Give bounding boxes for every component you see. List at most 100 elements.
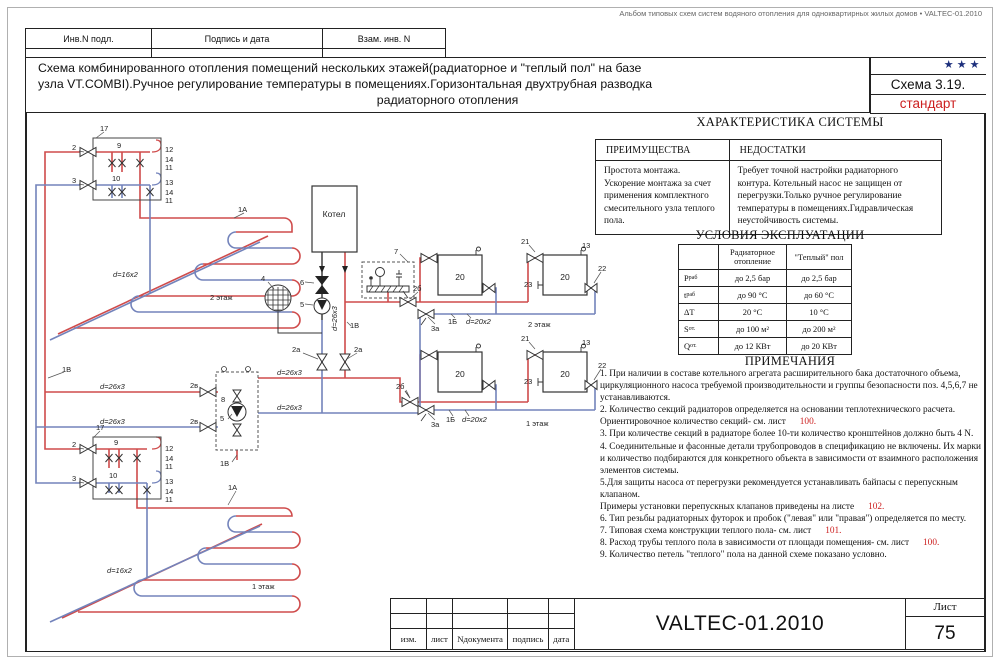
sheet-title: Схема комбинированного отопления помещен…	[25, 57, 870, 113]
floor1-label: 1 этаж	[252, 582, 274, 591]
scheme-grade: стандарт	[899, 96, 957, 111]
note-item: 6. Тип резьбы радиаторных футорок и проб…	[600, 514, 967, 525]
pipe-1v: 1В	[350, 321, 359, 330]
pos-2: 2	[72, 440, 76, 449]
pipe-1b: 1Б	[448, 317, 457, 326]
revision-table: изм. лист Nдокумента подпись дата	[390, 598, 575, 650]
floor2-label: 2 этаж	[528, 320, 550, 329]
valve-handle-icons	[402, 290, 427, 422]
note-item: 5.Для защиты насоса от перегрузки рекоме…	[600, 477, 958, 500]
pos-5: 5	[220, 414, 224, 423]
document-code: VALTEC-01.2010	[575, 598, 905, 650]
col-data: дата	[553, 634, 570, 644]
manifold-floor1	[92, 436, 162, 500]
pos-14: 14	[165, 487, 173, 496]
pos-17: 17	[100, 124, 108, 133]
pos-9: 9	[114, 438, 118, 447]
diam-26: d=26х3	[277, 368, 303, 377]
flow-arrow-icon	[319, 266, 325, 273]
pos-3: 3	[72, 474, 76, 483]
title-line-3: радиаторного отопления	[376, 93, 519, 107]
stamp-col-inv: Инв.N подл.	[26, 29, 151, 49]
pos-3: 3	[72, 176, 76, 185]
frame-left	[25, 57, 27, 652]
pos-5: 5	[300, 300, 304, 309]
advantages-header: ПРЕИМУЩЕСТВА	[596, 140, 729, 161]
pos-8: 8	[221, 395, 225, 404]
sheet-number: 75	[934, 623, 956, 644]
col-izm: изм.	[400, 634, 417, 644]
pos-11: 11	[165, 196, 173, 205]
note-item: 4. Соединительные и фасонные детали труб…	[600, 441, 982, 476]
diam-20: d=20х2	[466, 317, 492, 326]
pipe-2v: 2в	[190, 417, 198, 426]
sheet-label: Лист	[906, 599, 984, 617]
pipe-1a: 1А	[238, 205, 247, 214]
pos-13: 13	[165, 477, 173, 486]
pos-22: 22	[598, 264, 606, 273]
manifold-floor2	[92, 137, 162, 201]
notes-title: ПРИМЕЧАНИЯ	[744, 354, 836, 368]
air-vent-icon	[369, 276, 373, 280]
title-line-1: Схема комбинированного отопления помещен…	[38, 61, 642, 75]
pos-21: 21	[521, 334, 529, 343]
pipe-3a: 3а	[431, 420, 440, 429]
pos-11: 11	[165, 163, 173, 172]
stamp-col-vzam: Взам. инв. N	[323, 29, 445, 49]
pos-14: 14	[165, 188, 173, 197]
radiator-sections: 20	[560, 369, 570, 379]
note-item: 3. При количестве секций в радиаторе бол…	[600, 429, 974, 440]
pos-11: 11	[165, 495, 173, 504]
stamp-col-sign: Подпись и дата	[152, 29, 322, 49]
pos-17: 17	[96, 423, 104, 432]
param-radiator-value: до 2,5 бар	[719, 270, 787, 286]
radiator-airvent-icons	[475, 246, 586, 352]
pipe-1a: 1А	[228, 483, 237, 492]
diam-16: d=16х2	[113, 270, 139, 279]
pipe-2b: 2б	[413, 284, 421, 293]
param-floor-value: до 200 м²	[802, 324, 836, 334]
note-item: 2. Количество секций радиаторов определя…	[600, 405, 956, 428]
pos-13: 13	[165, 178, 173, 187]
radiator-sections: 20	[455, 272, 465, 282]
flow-arrow-icon	[342, 266, 348, 273]
boiler: Котел	[311, 185, 358, 273]
disadvantages-header: НЕДОСТАТКИ	[729, 140, 941, 161]
note-item: 1. При наличии в составе котельного агре…	[600, 369, 978, 404]
pos-13: 13	[582, 338, 590, 347]
pos-23: 23	[524, 377, 532, 386]
note-item: 8. Расход трубы теплого пола в зависимос…	[600, 538, 940, 549]
pos-22: 22	[598, 361, 606, 370]
pos-6: 6	[300, 278, 304, 287]
pressure-gauge-icon	[375, 267, 385, 277]
frame-bottom	[25, 650, 985, 652]
radiators: 20 20 20 20	[437, 246, 588, 393]
rating-stars-icon: ★ ★ ★	[870, 58, 986, 75]
param-floor-value: 10 °С	[809, 307, 829, 317]
characteristics-title: ХАРАКТЕРИСТИКА СИСТЕМЫ	[696, 115, 884, 129]
pipe-2v: 2в	[190, 381, 198, 390]
radiator-sections: 20	[455, 369, 465, 379]
pos-14: 14	[165, 155, 173, 164]
manifold-valve-icons	[105, 158, 154, 495]
safety-group	[361, 261, 415, 299]
pos-10: 10	[109, 471, 117, 480]
mixing-unit	[215, 366, 259, 451]
note-item: 9. Количество петель "теплого" пола на д…	[600, 550, 887, 561]
pos-23: 23	[524, 280, 532, 289]
pipe-2b: 2б	[396, 382, 404, 391]
bracket-icon	[537, 281, 543, 386]
param-name: ΔT	[679, 304, 719, 320]
balancing-valve-icon	[315, 276, 329, 294]
top-stamp-table: Инв.N подл. Подпись и дата Взам. инв. N	[25, 28, 446, 58]
diam-26: d=26х3	[100, 417, 126, 426]
characteristics-table: ПРЕИМУЩЕСТВА Простота монтажа. Ускорение…	[595, 139, 942, 235]
pos-21: 21	[521, 237, 529, 246]
col-radiator-heating: Радиаторное отопление	[719, 245, 787, 269]
param-radiator-value: до 12 КВт	[719, 338, 787, 354]
advantages-text: Простота монтажа. Ускорение монтажа за с…	[604, 166, 715, 226]
